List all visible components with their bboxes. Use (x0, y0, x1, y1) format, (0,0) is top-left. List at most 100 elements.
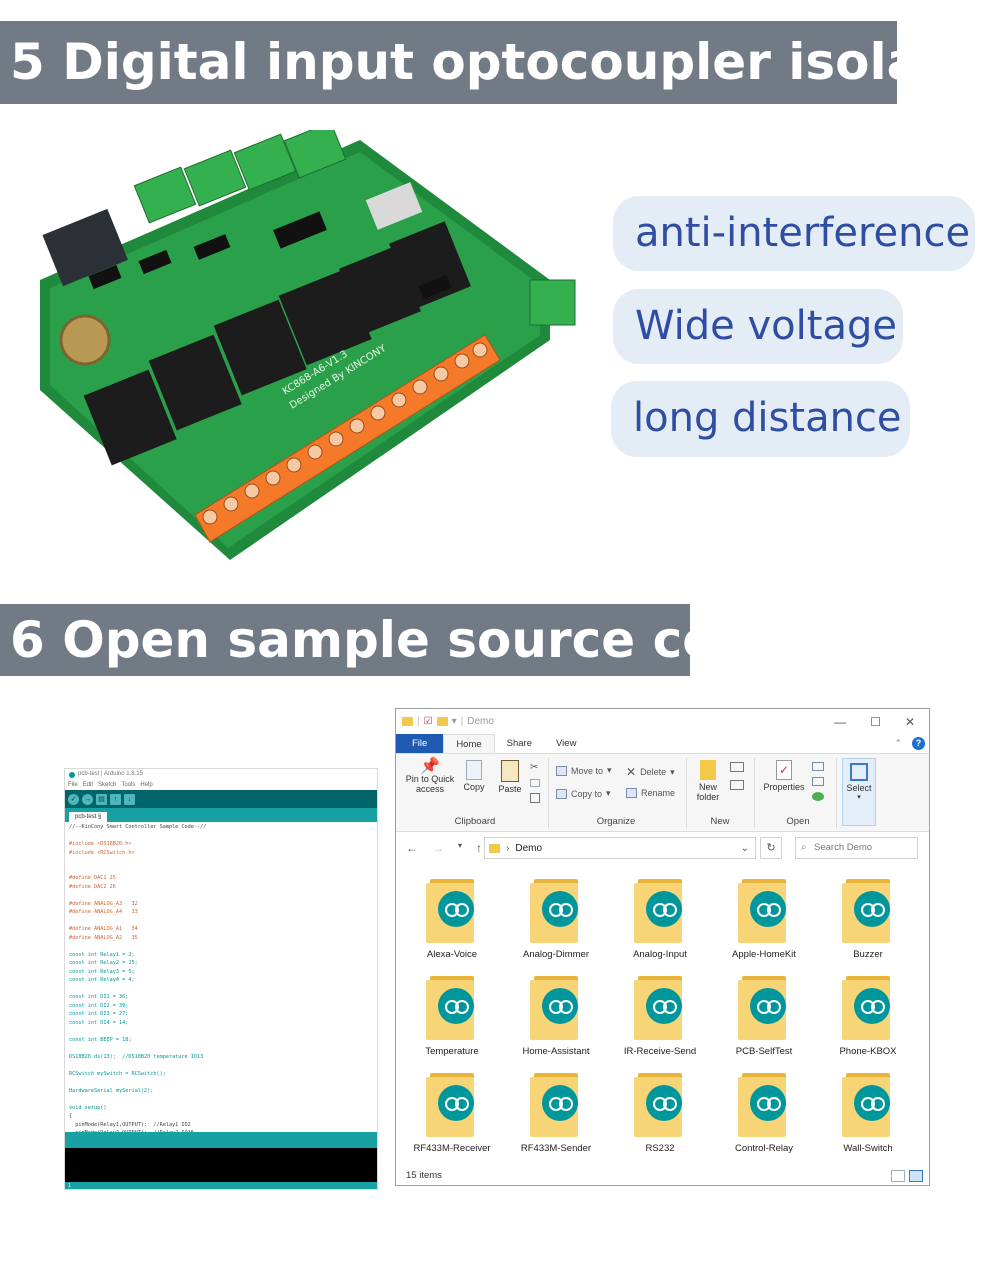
folder-item[interactable]: RF433M-Sender (504, 1071, 608, 1154)
paste-button[interactable]: Paste (494, 760, 526, 794)
code-line (69, 985, 373, 994)
properties-label: Properties (763, 782, 805, 792)
code-line: HardwareSerial mySerial(2); (69, 1087, 154, 1094)
search-input[interactable]: ⌕ Search Demo (795, 837, 918, 859)
folder-item[interactable]: Apple-HomeKit (712, 877, 816, 960)
folder-item[interactable]: Buzzer (816, 877, 920, 960)
code-line (69, 1095, 373, 1104)
arduino-folder-icon (426, 974, 478, 1040)
folder-item-label: PCB-SelfTest (735, 1046, 793, 1057)
new-folder-icon (700, 760, 716, 780)
move-to-button[interactable]: Move to▾ (556, 765, 612, 776)
ide-titlebar: pcb-test | Arduino 1.8.15 (65, 769, 377, 780)
properties-icon: ✓ (776, 760, 792, 780)
code-line (69, 857, 373, 866)
code-line (69, 891, 373, 900)
close-icon[interactable]: ✕ (904, 714, 915, 729)
folder-item[interactable]: Phone-KBOX (816, 974, 920, 1057)
forward-icon[interactable]: → (432, 841, 444, 855)
paste-label: Paste (498, 784, 522, 794)
properties-quick-icon[interactable]: ☑ (423, 716, 433, 727)
recent-locations-icon[interactable]: ▾ (458, 841, 463, 850)
code-line: const int Relay2 = 15; (69, 960, 138, 966)
rename-button[interactable]: Rename (626, 788, 675, 798)
copy-to-button[interactable]: Copy to▾ (556, 788, 611, 799)
code-line: #include <DS18B20.h> (69, 841, 132, 847)
refresh-button[interactable]: ↻ (760, 837, 782, 859)
tab-file[interactable]: File (396, 734, 444, 753)
tab-view[interactable]: View (556, 738, 577, 749)
history-icon[interactable] (812, 792, 824, 801)
copy-button[interactable]: Copy (458, 760, 490, 792)
ide-menu-help[interactable]: Help (140, 782, 153, 788)
help-icon[interactable]: ? (912, 737, 925, 750)
arduino-folder-icon (530, 1071, 582, 1137)
ide-menu-file[interactable]: File (68, 782, 78, 788)
address-bar[interactable]: › Demo ⌄ (484, 837, 756, 859)
save-sketch-icon[interactable]: ↓ (124, 793, 135, 805)
ide-menu-sketch[interactable]: Sketch (98, 782, 117, 788)
new-item-icon[interactable] (730, 762, 744, 772)
details-view-icon[interactable] (891, 1170, 905, 1182)
ide-status-bar (65, 1132, 377, 1148)
upload-icon[interactable]: → (82, 793, 93, 805)
code-line: const int DI4 = 14; (69, 1019, 129, 1026)
folder-item-label: Apple-HomeKit (732, 949, 796, 960)
folder-item[interactable]: RF433M-Receiver (400, 1071, 504, 1154)
collapse-ribbon-icon[interactable]: ⌃ (894, 738, 902, 748)
tab-home[interactable]: Home (443, 734, 495, 753)
up-icon[interactable]: ↑ (476, 841, 483, 855)
new-sketch-icon[interactable]: ▤ (96, 793, 107, 805)
delete-button[interactable]: ✕ Delete▾ (626, 765, 675, 779)
arduino-folder-icon (426, 877, 478, 943)
paste-shortcut-icon[interactable] (530, 793, 540, 803)
folder-item[interactable]: Control-Relay (712, 1071, 816, 1154)
breadcrumb-current[interactable]: Demo (515, 842, 543, 854)
pin-to-quick-access-button[interactable]: 📌 Pin to Quick access (400, 759, 460, 795)
arduino-icon (69, 771, 75, 778)
copy-path-icon[interactable] (530, 779, 540, 787)
code-line: { (69, 1113, 73, 1119)
maximize-icon[interactable]: ☐ (870, 714, 881, 729)
large-icons-view-icon[interactable] (909, 1170, 923, 1182)
folder-item[interactable]: Wall-Switch (816, 1071, 920, 1154)
folder-item[interactable]: Analog-Input (608, 877, 712, 960)
folder-item[interactable]: IR-Receive-Send (608, 974, 712, 1057)
edit-icon[interactable] (812, 777, 824, 786)
cut-icon[interactable]: ✂ (530, 762, 539, 773)
folder-item[interactable]: Alexa-Voice (400, 877, 504, 960)
delete-label: Delete (640, 767, 667, 777)
ide-menu-edit[interactable]: Edit (82, 782, 94, 788)
folder-item-label: Home-Assistant (522, 1046, 590, 1057)
folder-item[interactable]: RS232 (608, 1071, 712, 1154)
select-button[interactable]: Select ▾ (842, 758, 876, 826)
open-icon[interactable] (812, 762, 824, 771)
tab-share[interactable]: Share (506, 738, 533, 749)
folder-item[interactable]: Home-Assistant (504, 974, 608, 1057)
select-label: Select (846, 783, 872, 793)
easy-access-icon[interactable] (730, 780, 744, 790)
verify-icon[interactable]: ✓ (68, 793, 79, 805)
new-folder-button[interactable]: New folder (690, 760, 726, 802)
folder-item[interactable]: PCB-SelfTest (712, 974, 816, 1057)
folder-item[interactable]: Analog-Dimmer (504, 877, 608, 960)
folder-item[interactable]: Temperature (400, 974, 504, 1057)
feature-anti-interference: anti-interference (613, 196, 975, 271)
arduino-folder-icon (842, 974, 894, 1040)
code-editor[interactable]: //--KinCony Smart Controller Sample Code… (65, 822, 377, 1133)
properties-button[interactable]: ✓ Properties (760, 760, 808, 792)
sketch-tab[interactable]: pcb-test § (69, 812, 108, 822)
ide-menu-tools[interactable]: Tools (121, 782, 136, 788)
code-line: const int DI1 = 36; (69, 994, 129, 1000)
new-folder-quick-icon[interactable] (436, 717, 448, 726)
copy-to-label: Copy to (571, 788, 603, 799)
minimize-icon[interactable]: — (834, 714, 847, 729)
back-icon[interactable]: ← (406, 841, 418, 855)
code-line: const int Relay1 = 2; (69, 951, 135, 958)
address-dropdown-icon[interactable]: ⌄ (740, 842, 749, 854)
customize-toolbar-icon[interactable]: ▾ (451, 716, 457, 727)
refresh-icon: ↻ (766, 842, 776, 854)
code-line (69, 866, 373, 875)
open-sketch-icon[interactable]: ↑ (110, 793, 121, 805)
folder-item-label: Analog-Dimmer (523, 949, 589, 960)
